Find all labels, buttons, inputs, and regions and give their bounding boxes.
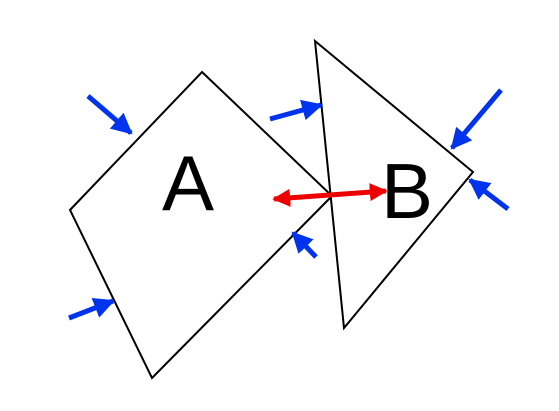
blue-arrow-icon bbox=[68, 298, 115, 321]
blue-arrow-icon bbox=[269, 99, 324, 122]
shape-a-outline bbox=[68, 70, 334, 380]
blue-arrow-icon bbox=[291, 231, 318, 259]
shape-b-label: B bbox=[381, 147, 433, 235]
shape-a-label: A bbox=[162, 139, 214, 227]
blue-arrow-icon bbox=[468, 178, 510, 211]
blue-arrow-icon bbox=[86, 94, 133, 135]
red-double-arrow-icon bbox=[272, 183, 388, 207]
blue-arrow-icon bbox=[450, 88, 503, 150]
